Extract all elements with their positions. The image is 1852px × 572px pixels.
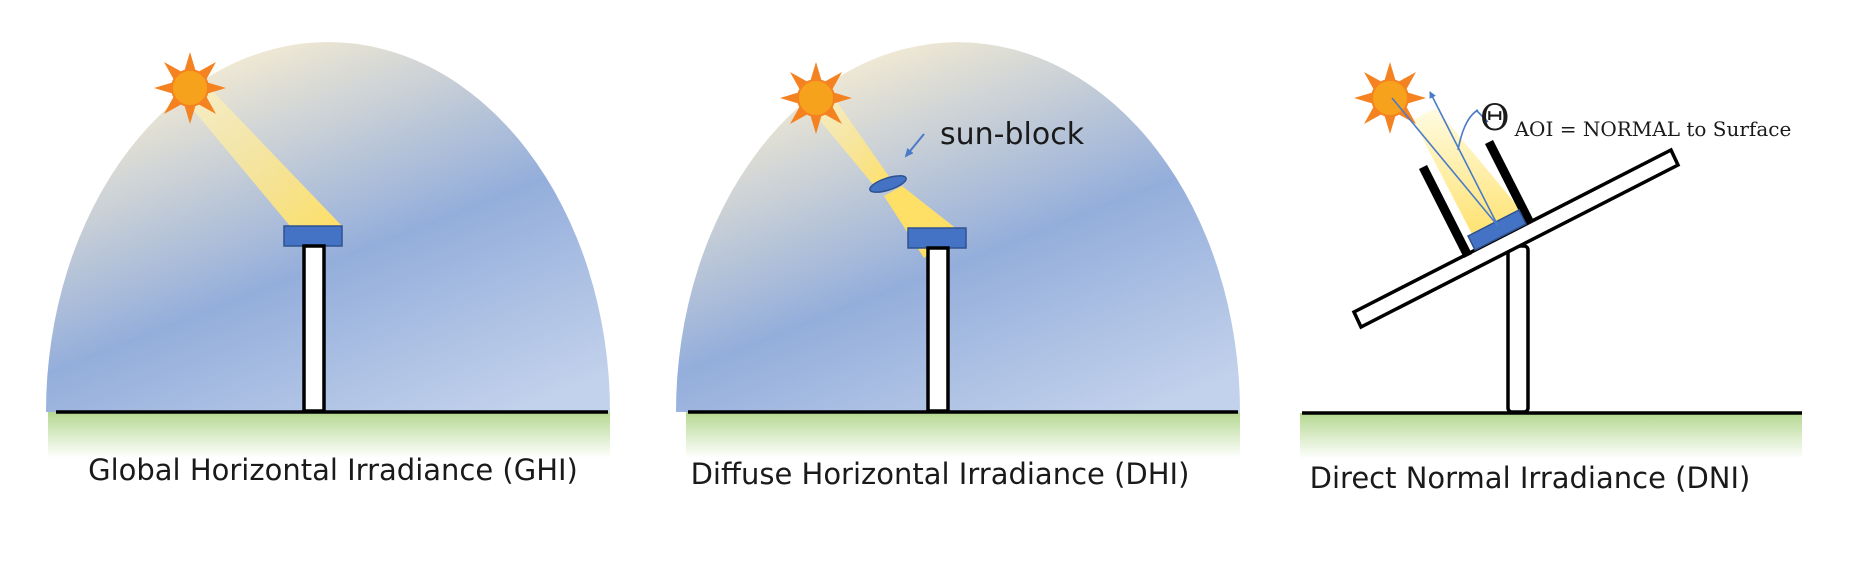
tracker-arm [1351,147,1681,330]
sensor-pole [926,246,950,413]
collimator-wall-right [1484,139,1534,224]
sky-dome [676,42,1240,412]
tracker-collimator [1413,108,1534,259]
pyranometer-sensor [907,227,967,249]
sun-beam [180,80,342,226]
panel-caption: Global Horizontal Irradiance (GHI) [88,453,578,487]
sensor-pole [302,244,326,413]
sun-icon [154,52,226,124]
sun-block-disk [869,175,907,193]
dni-sensor [1466,208,1528,252]
theta-symbol: Θ [1480,98,1510,139]
aoi-angle-arc [1457,109,1479,151]
surface-normal-line [1429,91,1499,227]
sun-block-label: sun-block [940,117,1085,152]
ground-strip [48,412,610,458]
panel-caption: Diffuse Horizontal Irradiance (DHI) [691,457,1190,491]
pyranometer-sensor [283,225,343,247]
aoi-label-leader [1475,109,1489,123]
theta-subscript: AOI = NORMAL to Surface [1514,117,1792,141]
panel-caption: Direct Normal Irradiance (DNI) [1310,461,1751,495]
panel-ghi: Global Horizontal Irradiance (GHI) [46,42,610,487]
sun-icon [1354,62,1426,134]
tracker-pole [1506,244,1530,414]
sun-beam-blocked [806,92,890,188]
sun-block-arrow [904,133,925,158]
collimator-beam [1413,108,1524,238]
sun-ray-line [1391,97,1499,227]
panel-dni: Θ AOI = NORMAL to Surface Direct Normal … [1300,62,1802,495]
ground-strip [1300,413,1802,459]
ground-strip [686,412,1240,458]
sun-icon [780,62,852,134]
aoi-label: Θ AOI = NORMAL to Surface [1480,98,1791,141]
collimator-wall-left [1418,164,1473,259]
panel-dhi: sun-block Diffuse Horizontal Irradiance … [676,42,1240,491]
